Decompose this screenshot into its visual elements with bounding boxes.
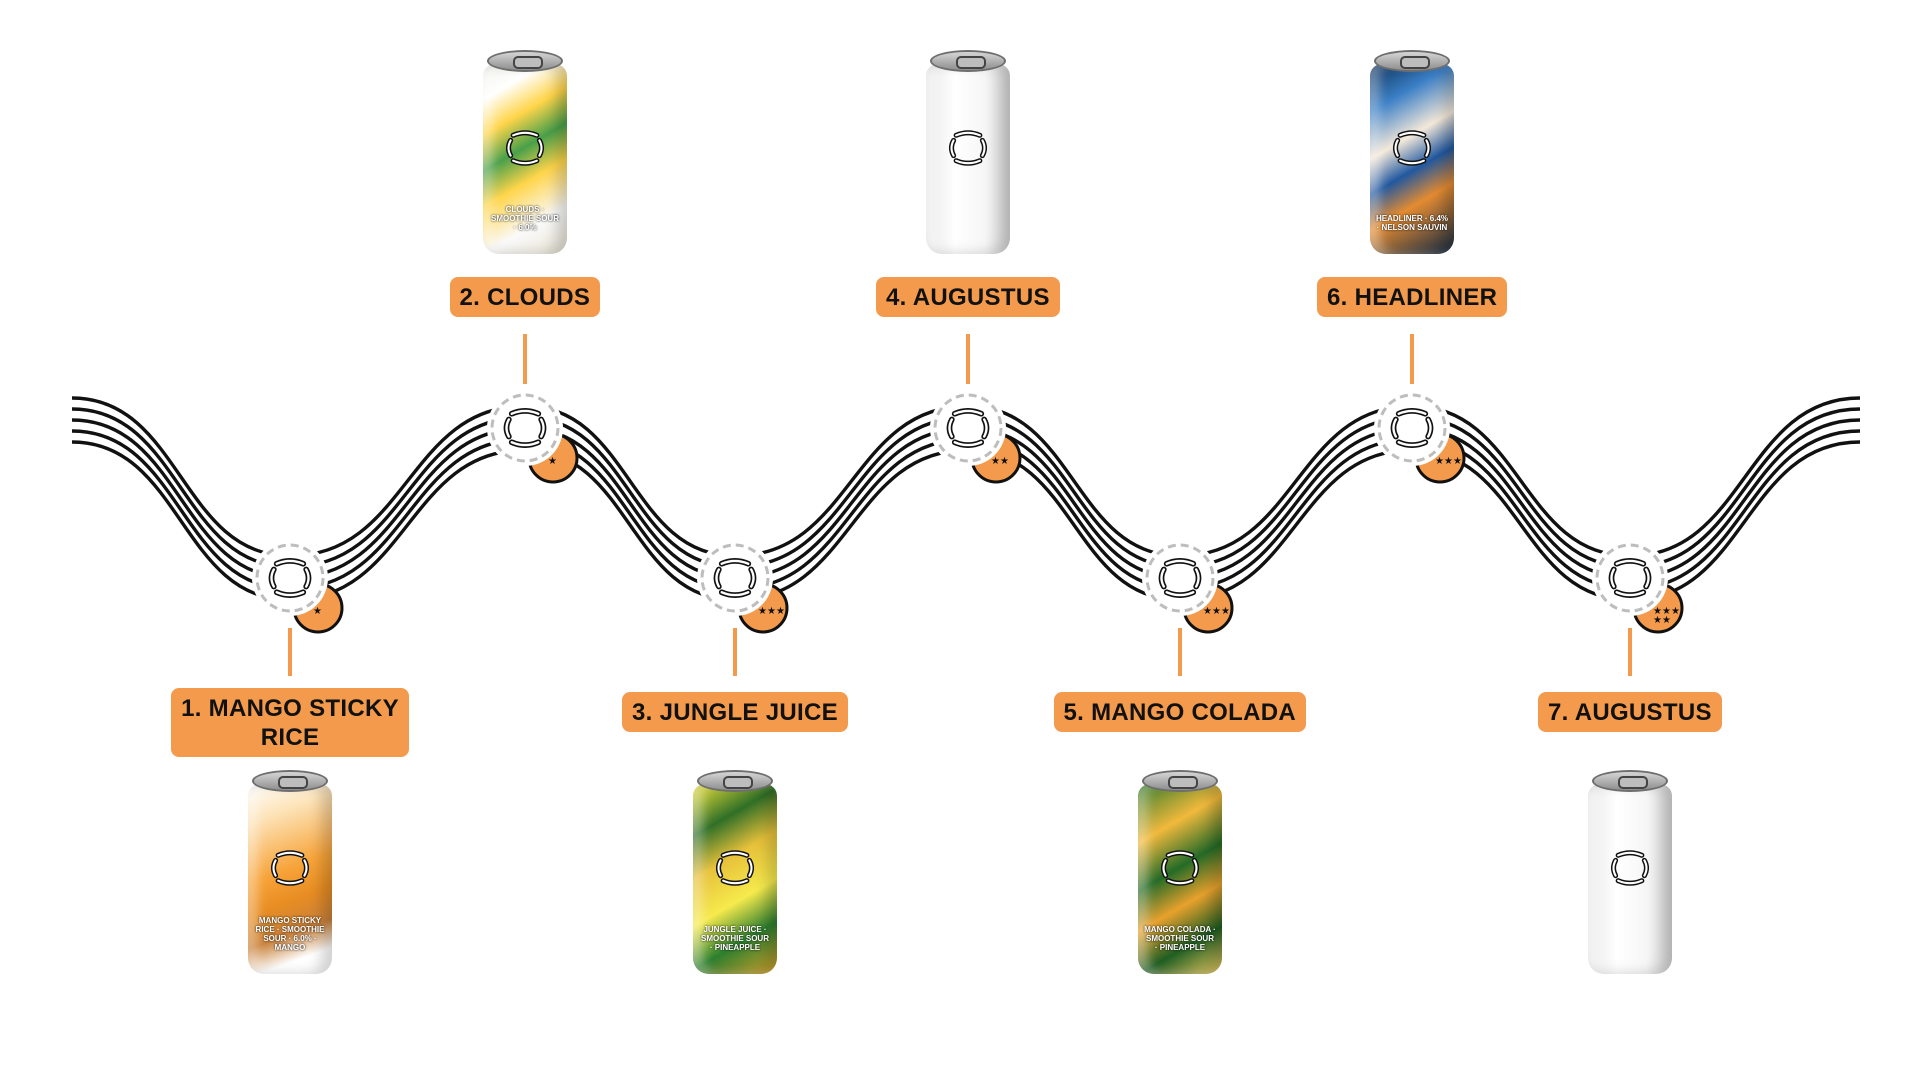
star-icon: ★ bbox=[991, 456, 1000, 467]
star-icon: ★ bbox=[1453, 456, 1462, 467]
can-label-text: MANGO STICKY RICE · SMOOTHIE SOUR · 6.0%… bbox=[255, 916, 325, 952]
node-marker: ★★★ bbox=[697, 540, 789, 634]
beer-can bbox=[1588, 770, 1672, 980]
can-label-text: HEADLINER · 6.4% · NELSON SAUVIN bbox=[1376, 214, 1449, 232]
node-dashed-ring bbox=[490, 393, 560, 463]
node-circle bbox=[1592, 540, 1668, 616]
node-dashed-ring bbox=[255, 543, 325, 613]
can-body bbox=[1588, 784, 1672, 974]
stop-label: 1. MANGO STICKY RICE bbox=[171, 688, 409, 757]
node-dashed-ring bbox=[1377, 393, 1447, 463]
node-circle bbox=[487, 390, 563, 466]
can-lid bbox=[697, 770, 773, 792]
node-circle bbox=[930, 390, 1006, 466]
can-logo-icon bbox=[503, 126, 547, 170]
beer-can: HEADLINER · 6.4% · NELSON SAUVIN bbox=[1370, 50, 1454, 260]
can-body: MANGO STICKY RICE · SMOOTHIE SOUR · 6.0%… bbox=[248, 784, 332, 974]
star-icon: ★ bbox=[776, 606, 785, 617]
can-lid bbox=[1374, 50, 1450, 72]
star-icon: ★ bbox=[1653, 615, 1662, 626]
can-body: HEADLINER · 6.4% · NELSON SAUVIN bbox=[1370, 64, 1454, 254]
star-icon: ★ bbox=[758, 606, 767, 617]
node-marker: ★★★ bbox=[1142, 540, 1234, 634]
can-body: JUNGLE JUICE · SMOOTHIE SOUR · PINEAPPLE bbox=[693, 784, 777, 974]
can-lid bbox=[487, 50, 563, 72]
star-icon: ★ bbox=[1221, 606, 1230, 617]
can-logo-icon bbox=[1390, 126, 1434, 170]
star-icon: ★ bbox=[1444, 456, 1453, 467]
can-logo-icon bbox=[946, 126, 990, 170]
star-icon: ★ bbox=[1212, 606, 1221, 617]
beer-can: MANGO COLADA · SMOOTHIE SOUR · PINEAPPLE bbox=[1138, 770, 1222, 980]
beer-can: MANGO STICKY RICE · SMOOTHIE SOUR · 6.0%… bbox=[248, 770, 332, 980]
can-logo-icon bbox=[1158, 846, 1202, 890]
can-body: MANGO COLADA · SMOOTHIE SOUR · PINEAPPLE bbox=[1138, 784, 1222, 974]
node-marker: ★ bbox=[487, 390, 579, 484]
can-lid bbox=[930, 50, 1006, 72]
stop-label: 4. AUGUSTUS bbox=[876, 277, 1060, 317]
beer-can: CLOUDS · SMOOTHIE SOUR · 6.0% bbox=[483, 50, 567, 260]
can-body: CLOUDS · SMOOTHIE SOUR · 6.0% bbox=[483, 64, 567, 254]
can-label-text: JUNGLE JUICE · SMOOTHIE SOUR · PINEAPPLE bbox=[700, 925, 769, 952]
node-dashed-ring bbox=[700, 543, 770, 613]
node-dashed-ring bbox=[1595, 543, 1665, 613]
node-dashed-ring bbox=[933, 393, 1003, 463]
node-circle bbox=[1142, 540, 1218, 616]
beer-can bbox=[926, 50, 1010, 260]
can-logo-icon bbox=[268, 846, 312, 890]
star-icon: ★ bbox=[1671, 606, 1680, 617]
can-body bbox=[926, 64, 1010, 254]
stop-label: 7. AUGUSTUS bbox=[1538, 692, 1722, 732]
can-label-text: MANGO COLADA · SMOOTHIE SOUR · PINEAPPLE bbox=[1144, 925, 1216, 952]
node-circle bbox=[697, 540, 773, 616]
can-lid bbox=[252, 770, 328, 792]
star-icon: ★ bbox=[1203, 606, 1212, 617]
node-dashed-ring bbox=[1145, 543, 1215, 613]
star-icon: ★ bbox=[1662, 606, 1671, 617]
stop-label: 5. MANGO COLADA bbox=[1053, 692, 1306, 732]
star-icon: ★ bbox=[1662, 615, 1671, 626]
node-marker: ★★★ bbox=[1374, 390, 1466, 484]
star-icon: ★ bbox=[767, 606, 776, 617]
can-lid bbox=[1592, 770, 1668, 792]
node-circle bbox=[1374, 390, 1450, 466]
node-marker: ★ bbox=[252, 540, 344, 634]
stop-label: 3. JUNGLE JUICE bbox=[622, 692, 848, 732]
beer-can: JUNGLE JUICE · SMOOTHIE SOUR · PINEAPPLE bbox=[693, 770, 777, 980]
star-icon: ★ bbox=[313, 606, 322, 617]
node-marker: ★★★★★ bbox=[1592, 540, 1684, 634]
stop-label: 2. CLOUDS bbox=[449, 277, 601, 317]
node-circle bbox=[252, 540, 328, 616]
stop-label: 6. HEADLINER bbox=[1317, 277, 1508, 317]
can-logo-icon bbox=[1608, 846, 1652, 890]
star-icon: ★ bbox=[1435, 456, 1444, 467]
node-marker: ★★ bbox=[930, 390, 1022, 484]
can-label-text: CLOUDS · SMOOTHIE SOUR · 6.0% bbox=[490, 205, 559, 232]
star-icon: ★ bbox=[1653, 606, 1662, 617]
star-icon: ★ bbox=[548, 456, 557, 467]
can-logo-icon bbox=[713, 846, 757, 890]
star-icon: ★ bbox=[1000, 456, 1009, 467]
can-lid bbox=[1142, 770, 1218, 792]
